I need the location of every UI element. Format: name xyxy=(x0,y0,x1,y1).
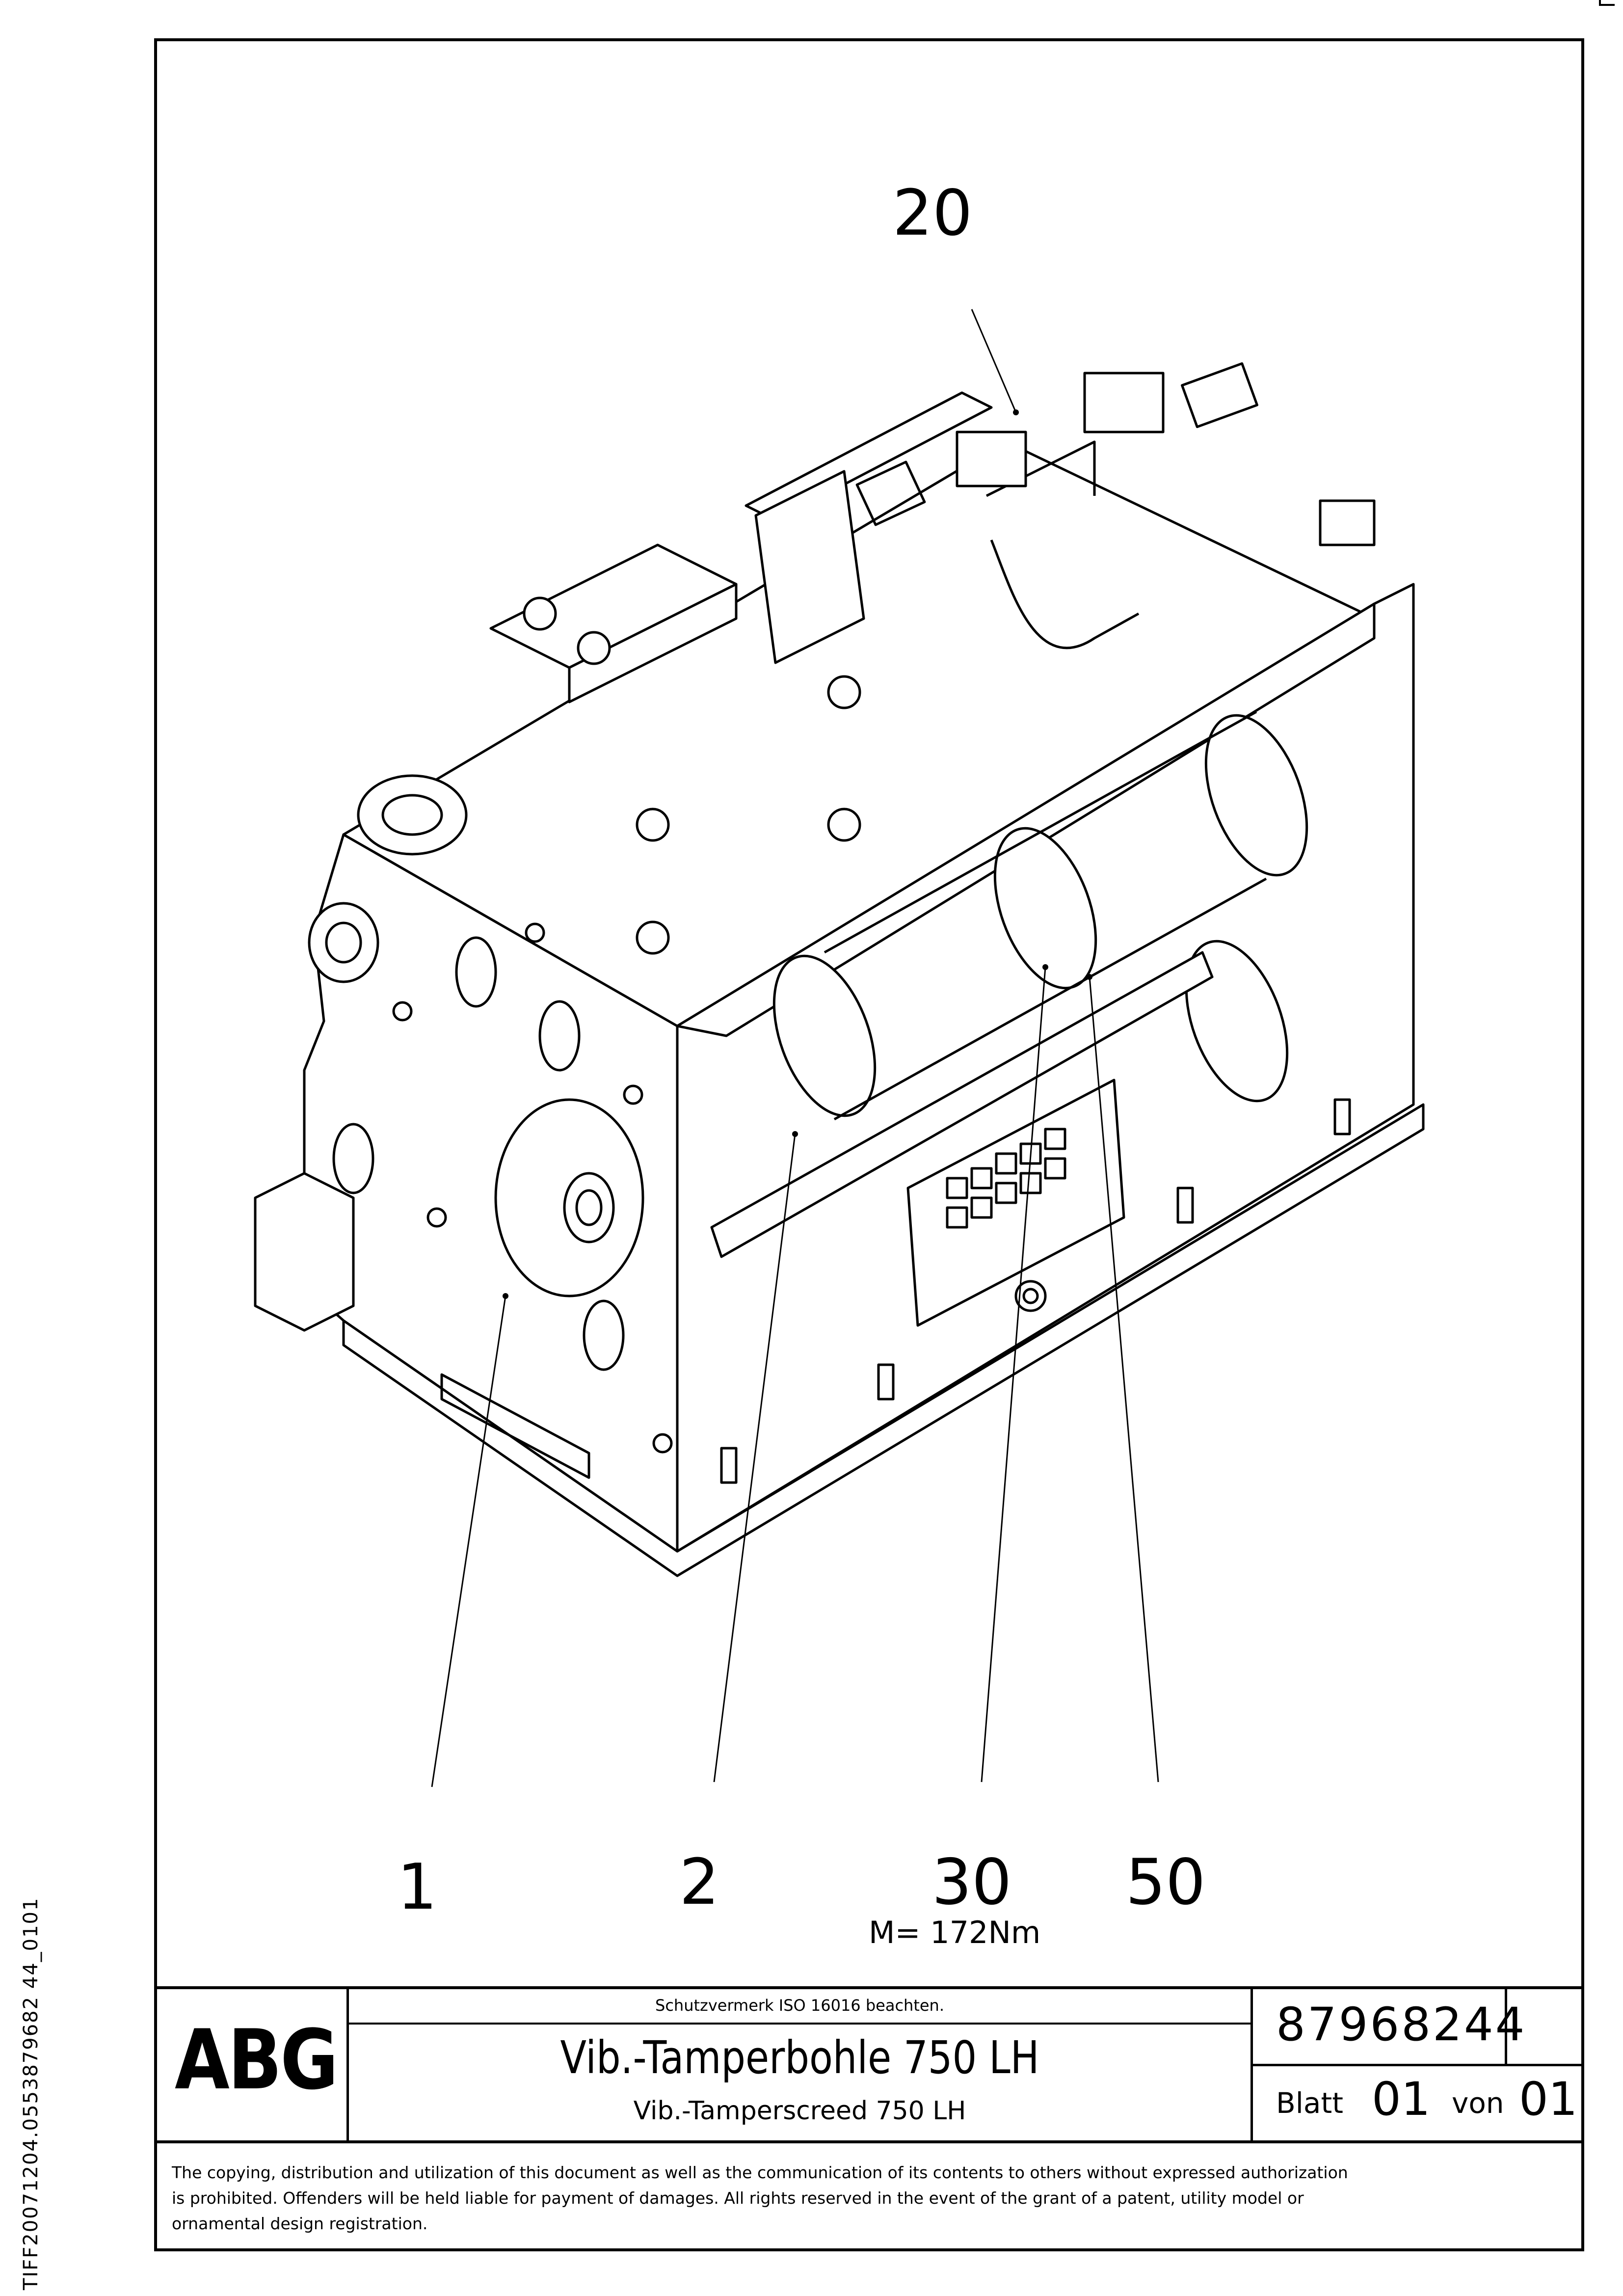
drawing-frame xyxy=(154,38,1584,2251)
title-block-divider-partno xyxy=(1505,1986,1507,2064)
callout-1: 1 xyxy=(397,1851,437,1924)
callout-20: 20 xyxy=(892,177,973,250)
leader-30 xyxy=(981,967,1046,1783)
title-block-protection-line xyxy=(346,2023,1252,2025)
drawing-title-de: Vib.-Tamperbohle 750 LH xyxy=(560,2031,1039,2084)
drawing-title-en: Vib.-Tamperscreed 750 LH xyxy=(633,2096,966,2126)
leader-2 xyxy=(713,1134,796,1783)
torque-note: M= 172Nm xyxy=(869,1915,1041,1950)
copyright-notice: The copying, distribution and utilizatio… xyxy=(172,2160,1575,2237)
sheet-label: Blatt xyxy=(1276,2086,1343,2120)
copyright-line-3: ornamental design registration. xyxy=(172,2214,428,2233)
title-block-bottom-line xyxy=(154,2140,1584,2143)
title-block-top-line xyxy=(154,1986,1584,1989)
leader-20 xyxy=(971,309,1017,413)
leader-1 xyxy=(431,1296,506,1787)
sheet-number: 01 xyxy=(1372,2073,1431,2126)
copyright-line-1: The copying, distribution and utilizatio… xyxy=(172,2163,1348,2182)
of-label: von xyxy=(1452,2086,1504,2120)
sheet-total: 01 xyxy=(1519,2073,1578,2126)
abg-logo: ABG xyxy=(175,2012,339,2108)
leader-50 xyxy=(1089,976,1159,1783)
copyright-line-2: is prohibited. Offenders will be held li… xyxy=(172,2188,1304,2208)
callout-30: 30 xyxy=(931,1846,1012,1919)
title-block-divider-logo xyxy=(346,1986,349,2142)
part-number: 87968244 xyxy=(1276,1998,1527,2052)
protection-note: Schutzvermerk ISO 16016 beachten. xyxy=(655,1996,944,2015)
title-block-sheet-line xyxy=(1251,2064,1584,2066)
callout-50: 50 xyxy=(1125,1846,1206,1919)
callout-2: 2 xyxy=(679,1846,719,1919)
